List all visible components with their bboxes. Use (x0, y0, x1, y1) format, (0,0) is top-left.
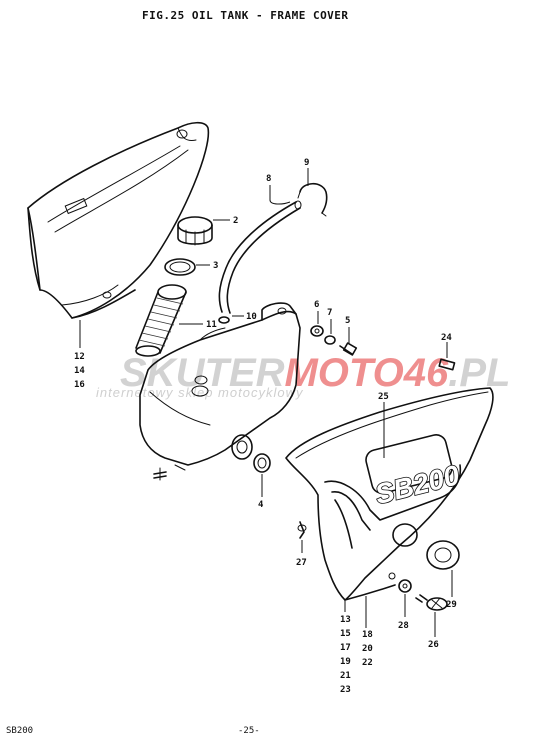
cap-gasket (164, 258, 196, 276)
callout-14: 14 (74, 366, 85, 376)
callout-9: 9 (304, 158, 309, 168)
callout-29: 29 (446, 600, 457, 610)
watermark: SKUTERMOTO46.PL internetowy sklep motocy… (96, 351, 510, 400)
sb200-emblem-text: SB200 (372, 459, 463, 510)
callout-10: 10 (246, 312, 257, 322)
page-number: -25- (238, 726, 260, 736)
callout-12: 12 (74, 352, 85, 362)
grommet-10 (218, 316, 230, 324)
oil-tank-cap (177, 216, 213, 246)
callout-4: 4 (258, 500, 264, 510)
callout-20: 20 (362, 644, 373, 654)
oil-tank (139, 302, 301, 481)
model-label: SB200 (6, 726, 33, 736)
left-frame-cover (27, 121, 210, 319)
callout-16: 16 (74, 380, 85, 390)
watermark-subtitle: internetowy sklep motocyklowy (96, 385, 304, 400)
callout-24: 24 (441, 333, 452, 343)
watermark-text-c: 46 (403, 351, 449, 395)
callout-18: 18 (362, 630, 373, 640)
bolt-5 (339, 342, 358, 356)
grommet-29 (426, 540, 460, 570)
nut-7 (324, 335, 336, 345)
callout-7: 7 (327, 308, 332, 318)
svg-text:SKUTERMOTO46.PL: SKUTERMOTO46.PL (120, 351, 510, 395)
washer-28 (398, 579, 412, 593)
figure-title: FIG.25 OIL TANK - FRAME COVER (142, 9, 349, 22)
oil-filter (135, 284, 187, 357)
right-frame-cover (285, 387, 494, 601)
hose-clip (297, 182, 328, 217)
callouts: 2 3 11 10 8 9 6 7 5 24 25 4 27 28 26 29 … (74, 158, 457, 695)
callout-25: 25 (378, 392, 389, 402)
callout-11: 11 (206, 320, 217, 330)
callout-8: 8 (266, 174, 271, 184)
callout-3: 3 (213, 261, 218, 271)
breather-hose (218, 200, 302, 314)
callout-21: 21 (340, 671, 351, 681)
callout-stack-right-b: 18 20 22 (362, 630, 373, 668)
callout-5: 5 (345, 316, 350, 326)
callout-stack-left: 12 14 16 (74, 352, 85, 390)
callout-17: 17 (340, 643, 351, 653)
callout-23: 23 (340, 685, 351, 695)
callout-stack-right-a: 13 15 17 19 21 23 (340, 615, 351, 695)
screw-27 (297, 521, 307, 539)
callout-26: 26 (428, 640, 439, 650)
nut-24 (438, 358, 456, 371)
grommet-4 (253, 453, 271, 473)
watermark-text-b: MOTO (284, 351, 403, 395)
callout-19: 19 (340, 657, 351, 667)
knob-screw-26 (415, 594, 448, 611)
leader-lines (79, 168, 453, 637)
callout-22: 22 (362, 658, 373, 668)
callout-2: 2 (233, 216, 238, 226)
callout-27: 27 (296, 558, 307, 568)
watermark-text-d: .PL (448, 351, 510, 395)
washer-6 (310, 325, 324, 337)
callout-15: 15 (340, 629, 351, 639)
callout-6: 6 (314, 300, 319, 310)
callout-28: 28 (398, 621, 409, 631)
sb200-emblem: SB200 (365, 434, 464, 511)
callout-13: 13 (340, 615, 351, 625)
